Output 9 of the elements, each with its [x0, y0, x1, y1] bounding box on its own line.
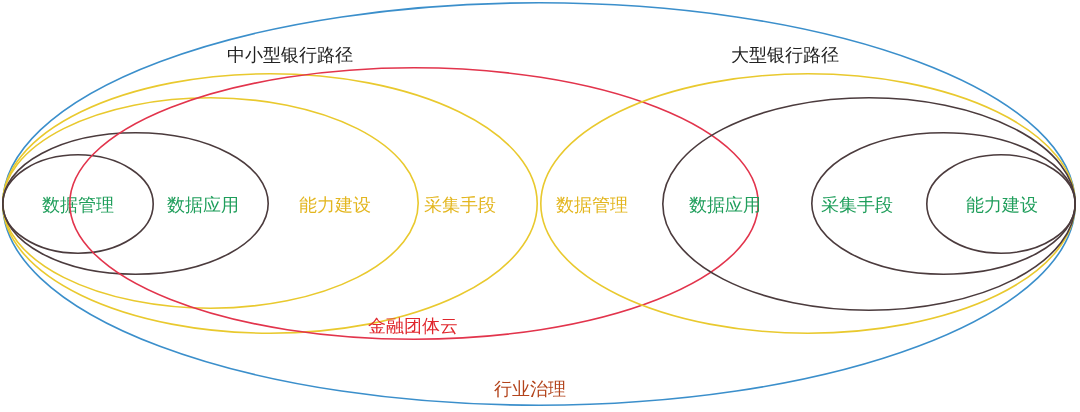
set-label: 采集手段	[424, 194, 496, 216]
set-label: 行业治理	[494, 378, 566, 400]
set-label: 数据管理	[556, 194, 628, 216]
set-label: 能力建设	[299, 194, 371, 216]
group-title: 大型银行路径	[731, 44, 839, 66]
group-title: 中小型银行路径	[227, 44, 353, 66]
set-label: 采集手段	[821, 194, 893, 216]
set-label: 数据应用	[167, 194, 239, 216]
set-label: 能力建设	[966, 194, 1038, 216]
